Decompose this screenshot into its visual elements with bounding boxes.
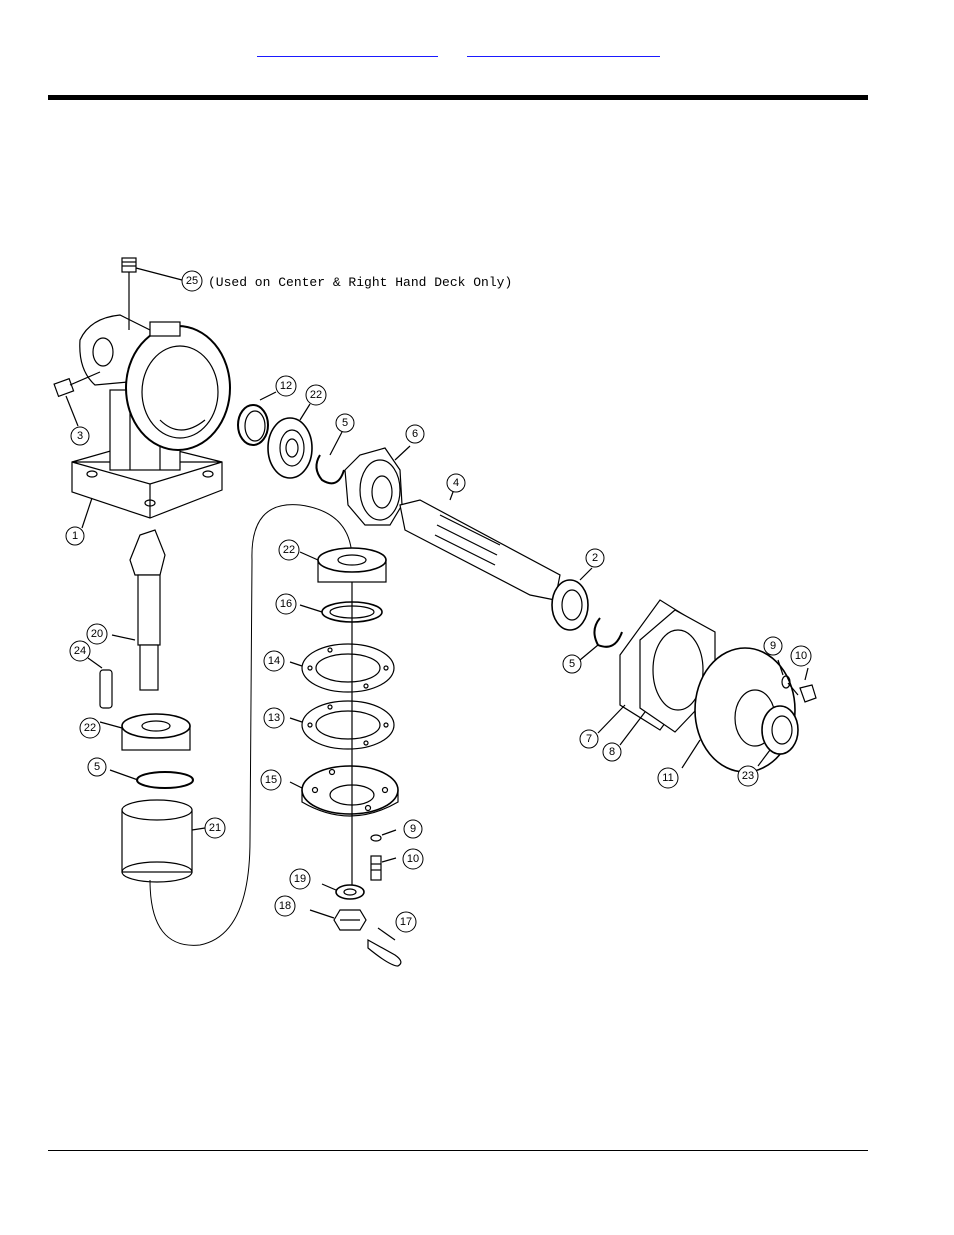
svg-text:14: 14 [268, 655, 280, 667]
svg-text:5: 5 [94, 761, 100, 773]
sleeve-21 [122, 800, 205, 882]
snap-ring-5-lower [110, 770, 193, 788]
seal-16 [300, 602, 382, 622]
bearing-22-lower [100, 714, 190, 750]
svg-text:3: 3 [77, 430, 83, 442]
callout-7: 7 [580, 730, 598, 748]
svg-text:9: 9 [770, 640, 776, 652]
callout-20: 20 [87, 624, 107, 644]
nut-18 [310, 910, 366, 930]
svg-text:17: 17 [400, 916, 412, 928]
callout-4: 4 [447, 474, 465, 492]
svg-text:15: 15 [265, 774, 277, 786]
svg-text:4: 4 [453, 477, 459, 489]
svg-text:10: 10 [795, 650, 807, 662]
bottom-rule [48, 1150, 868, 1151]
svg-text:23: 23 [742, 770, 754, 782]
gasket-14 [290, 644, 394, 692]
callout-5-lower: 5 [88, 758, 106, 776]
plug-25 [122, 258, 182, 330]
callout-2: 2 [586, 549, 604, 567]
cotter-pin-17 [368, 928, 401, 966]
callout-13: 13 [264, 708, 284, 728]
svg-text:1: 1 [72, 530, 78, 542]
callout-23: 23 [738, 766, 758, 786]
callout-18: 18 [275, 896, 295, 916]
callout-10-right: 10 [791, 646, 811, 666]
svg-text:19: 19 [294, 873, 306, 885]
svg-text:24: 24 [74, 645, 86, 657]
callout-5-right: 5 [563, 655, 581, 673]
washer-9-center [371, 830, 396, 841]
svg-text:12: 12 [280, 380, 292, 392]
callout-22-lower: 22 [80, 718, 100, 738]
bevel-gear-6 [345, 446, 410, 525]
bolt-10-center [371, 856, 396, 880]
svg-text:8: 8 [609, 746, 615, 758]
callout-14: 14 [264, 651, 284, 671]
snap-ring-5-upper [316, 432, 344, 483]
callout-25: 25 [182, 271, 202, 291]
svg-text:5: 5 [569, 658, 575, 670]
callout-10-center: 10 [403, 849, 423, 869]
svg-text:2: 2 [592, 552, 598, 564]
callout-9-center: 9 [404, 820, 422, 838]
svg-text:7: 7 [586, 733, 592, 745]
callout-9-right: 9 [764, 637, 782, 655]
svg-text:22: 22 [84, 722, 96, 734]
callout-24: 24 [70, 641, 90, 661]
flange-15 [290, 766, 398, 816]
snap-ring-5-right [580, 618, 622, 660]
callout-1: 1 [66, 527, 84, 545]
svg-text:11: 11 [662, 772, 673, 784]
callout-3: 3 [71, 427, 89, 445]
svg-text:25: 25 [186, 275, 198, 287]
input-shaft-4 [400, 484, 560, 600]
key-24 [88, 658, 112, 708]
washer-19 [322, 884, 364, 899]
svg-text:9: 9 [410, 823, 416, 835]
bearing-22-center [300, 548, 386, 582]
callout-16: 16 [276, 594, 296, 614]
callout-19: 19 [290, 869, 310, 889]
gearbox-housing [72, 315, 230, 518]
callout-12: 12 [276, 376, 296, 396]
svg-text:20: 20 [91, 628, 103, 640]
callout-8: 8 [603, 743, 621, 761]
gasket-13 [290, 701, 394, 749]
svg-text:22: 22 [310, 389, 322, 401]
svg-text:21: 21 [209, 822, 221, 834]
svg-text:22: 22 [283, 544, 295, 556]
callout-11: 11 [658, 768, 678, 788]
svg-text:5: 5 [342, 417, 348, 429]
svg-text:6: 6 [412, 428, 418, 440]
callout-5-upper: 5 [336, 414, 354, 432]
callout-6: 6 [406, 425, 424, 443]
bearing-22-upper [268, 404, 312, 478]
svg-text:18: 18 [279, 900, 291, 912]
svg-text:16: 16 [280, 598, 292, 610]
svg-text:13: 13 [268, 712, 280, 724]
callout-22-center: 22 [279, 540, 299, 560]
svg-text:10: 10 [407, 853, 419, 865]
callout-17: 17 [396, 912, 416, 932]
usage-note: (Used on Center & Right Hand Deck Only) [208, 275, 512, 290]
callout-15: 15 [261, 770, 281, 790]
callout-21: 21 [205, 818, 225, 838]
pinion-shaft-20 [112, 530, 165, 690]
callout-22-upper: 22 [306, 385, 326, 405]
